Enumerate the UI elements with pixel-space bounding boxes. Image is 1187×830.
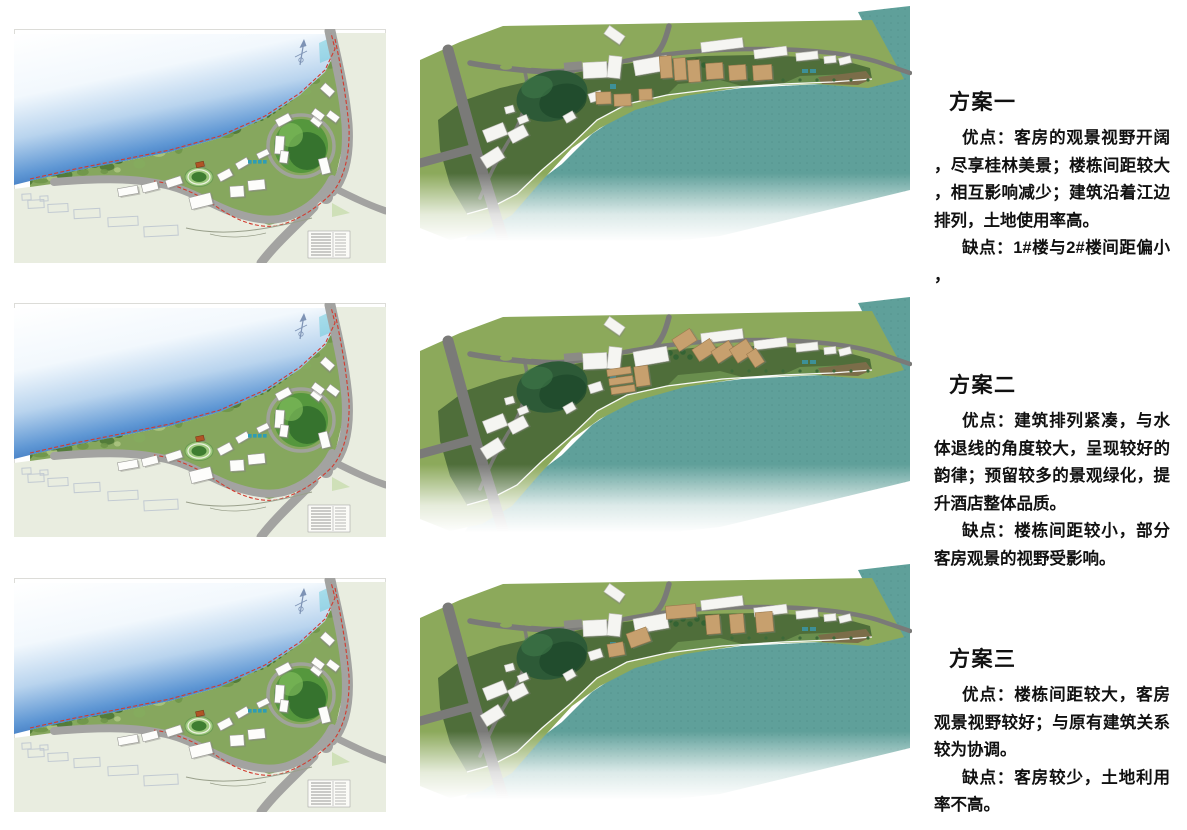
- north-arrow-icon: [294, 313, 308, 340]
- scheme-2-description: 方案二 优点：建筑排列紧凑，与水体退线的角度较大，呈现较好的韵律；预留较多的景观…: [934, 369, 1170, 574]
- north-arrow-icon: [294, 39, 308, 66]
- north-arrow-icon: [294, 588, 308, 615]
- legend-table: [307, 779, 351, 808]
- scheme-3-advantages: 优点：楼栋间距较大，客房观景视野较好；与原有建筑关系较为协调。: [934, 686, 1170, 760]
- site-plan-image-3: [14, 578, 386, 812]
- legend-table: [307, 504, 351, 533]
- scheme-3-title: 方案三: [949, 648, 1017, 671]
- scheme-2-title: 方案二: [949, 374, 1017, 397]
- scheme-3-disadvantages: 缺点：客房较少，土地利用率不高。: [934, 768, 1170, 815]
- scheme-2-disadvantages: 缺点：楼栋间距较小，部分客房观景的视野受影响。: [934, 522, 1170, 568]
- scheme-3-description: 方案三 优点：楼栋间距较大，客房观景视野较好；与原有建筑关系较为协调。 缺点：客…: [934, 643, 1170, 820]
- render-3d-image-1: [420, 6, 912, 272]
- render-3d-image-2: [420, 297, 912, 563]
- scheme-1-title: 方案一: [949, 91, 1017, 114]
- render-3d-image-3: [420, 564, 912, 830]
- scheme-2-advantages: 优点：建筑排列紧凑，与水体退线的角度较大，呈现较好的韵律；预留较多的景观绿化，提…: [934, 412, 1170, 513]
- scheme-1-description: 方案一 优点：客房的观景视野开阔，尽享桂林美景；楼栋间距较大，相互影响减少；建筑…: [934, 86, 1170, 291]
- site-plan-image-1: [14, 29, 386, 263]
- scheme-1-disadvantages: 缺点：1#楼与2#楼间距偏小，: [934, 239, 1170, 285]
- legend-table: [307, 230, 351, 259]
- scheme-1-advantages: 优点：客房的观景视野开阔，尽享桂林美景；楼栋间距较大，相互影响减少；建筑沿着江边…: [934, 129, 1170, 230]
- site-plan-image-2: [14, 303, 386, 537]
